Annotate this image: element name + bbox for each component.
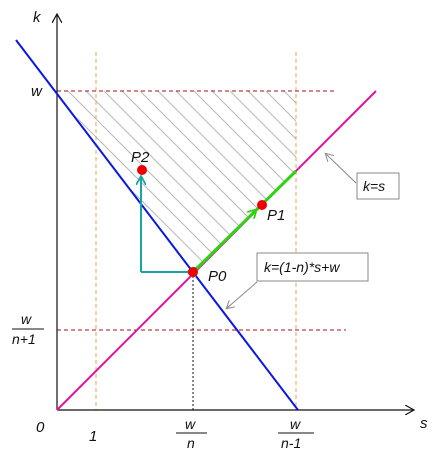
callout-text-budget: k=(1-n)*s+w [264, 259, 340, 275]
x-tick-fraction-den: n-1 [281, 435, 301, 451]
y-tick-fraction-num: w [21, 311, 32, 327]
y-tick-fraction-den: n+1 [12, 331, 36, 347]
green-arrow [227, 210, 256, 239]
label-p1: P1 [267, 207, 285, 224]
x-tick-fraction-num: w [185, 416, 196, 432]
callout-arrow-budget [227, 281, 258, 308]
callout-box-budget [256, 252, 369, 282]
label-p0: P0 [208, 268, 227, 285]
x-tick-fraction-num: w [290, 416, 301, 432]
callout-box-k-equals-s [356, 172, 400, 200]
point-p0 [188, 267, 198, 277]
x-tick-w-over-n-minus-1: w n-1 [278, 416, 314, 451]
x-tick-w-over-n: w n [176, 416, 207, 451]
y-axis-label: k [33, 9, 42, 26]
origin-label: 0 [36, 419, 45, 436]
callout-text-k-equals-s: k=s [363, 178, 385, 194]
y-tick-w-over-n-plus-1: w n+1 [12, 311, 44, 347]
x-tick-fraction-den: n [187, 435, 195, 451]
x-axis-label: s [420, 415, 428, 432]
callout-arrow-k-equals-s [326, 154, 357, 184]
point-p2 [137, 165, 147, 175]
y-tick-w: w [31, 83, 43, 100]
line-k-budget [15, 39, 299, 411]
x-tick-one: 1 [89, 428, 97, 445]
hatched-region [57, 91, 296, 272]
label-p2: P2 [131, 149, 150, 166]
point-p1 [257, 200, 267, 210]
